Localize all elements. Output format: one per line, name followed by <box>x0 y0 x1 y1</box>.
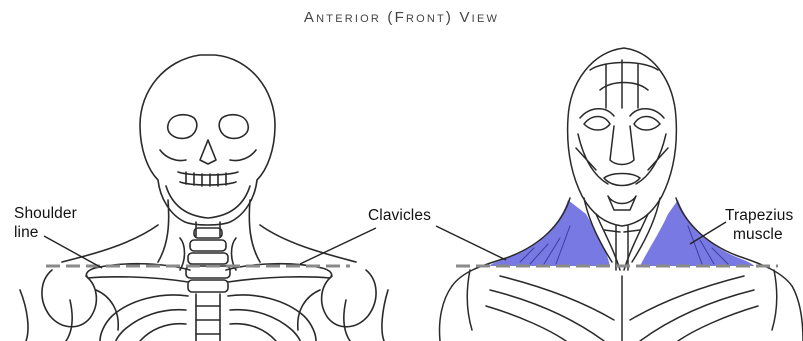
left-eye-socket <box>168 115 197 139</box>
muscle-figure <box>440 48 803 341</box>
nasal-cavity <box>200 140 216 164</box>
right-shoulder-joint <box>322 270 376 327</box>
right-eye <box>634 117 660 131</box>
left-shoulder-joint <box>42 270 96 327</box>
right-eye-socket <box>219 115 248 139</box>
shoulder-line-label-line1: Shoulder <box>14 204 134 223</box>
pectoral-muscles <box>486 276 758 341</box>
rib-cage <box>100 294 316 341</box>
skeleton-figure <box>20 55 388 341</box>
trapezius-label-line2: muscle <box>725 225 803 244</box>
leader-clavicle-left <box>300 228 376 264</box>
leader-clavicle-right <box>436 226 506 260</box>
mouth <box>604 174 640 186</box>
nose <box>610 126 634 165</box>
teeth <box>178 172 238 175</box>
right-deltoid <box>792 286 803 341</box>
trapezius-label: Trapezius muscle <box>725 206 803 244</box>
shoulder-line-label: Shoulder line <box>14 204 134 242</box>
clavicles-label: Clavicles <box>368 206 431 225</box>
left-eye <box>584 117 610 131</box>
shoulder-line-label-line2: line <box>14 223 134 242</box>
left-deltoid <box>440 286 453 341</box>
trapezius-label-line1: Trapezius <box>725 206 803 225</box>
